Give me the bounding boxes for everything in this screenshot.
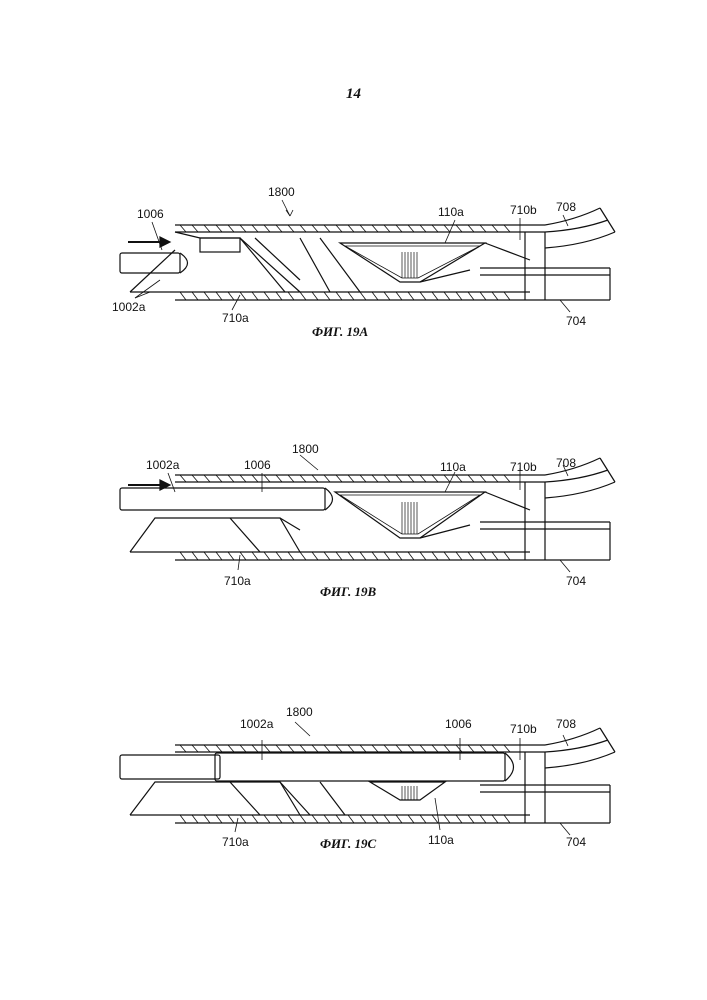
label-710b: 710b <box>510 722 537 736</box>
label-710a: 710a <box>224 574 251 588</box>
figure-caption: ФИГ. 19А <box>312 324 368 340</box>
label-708: 708 <box>556 200 576 214</box>
label-1800: 1800 <box>268 185 295 199</box>
label-708: 708 <box>556 717 576 731</box>
figure-caption: ФИГ. 19С <box>320 836 376 852</box>
page-number: 14 <box>0 86 707 103</box>
label-1800: 1800 <box>292 442 319 456</box>
figure-19c-drawing <box>0 700 707 940</box>
label-704: 704 <box>566 574 586 588</box>
label-710b: 710b <box>510 203 537 217</box>
label-110a: 110a <box>428 833 454 847</box>
label-1002a: 1002a <box>112 300 145 314</box>
label-704: 704 <box>566 835 586 849</box>
figure-19b-drawing <box>0 430 707 670</box>
label-710a: 710a <box>222 835 249 849</box>
figure-19a-drawing <box>0 180 707 420</box>
label-1006: 1006 <box>137 207 164 221</box>
label-704: 704 <box>566 314 586 328</box>
label-710b: 710b <box>510 460 537 474</box>
figure-caption: ФИГ. 19В <box>320 584 376 600</box>
label-1006: 1006 <box>244 458 271 472</box>
figure-19b: 1800 1002a 1006 110a 710b 708 710a 704 Ф… <box>0 430 707 670</box>
label-110a: 110a <box>440 460 466 474</box>
label-1002a: 1002a <box>146 458 179 472</box>
label-708: 708 <box>556 456 576 470</box>
label-1006: 1006 <box>445 717 472 731</box>
label-710a: 710a <box>222 311 249 325</box>
label-110a: 110a <box>438 205 464 219</box>
figure-19a: 1800 1006 110a 710b 708 1002a 710a 704 Ф… <box>0 180 707 420</box>
label-1800: 1800 <box>286 705 313 719</box>
figure-19c: 1800 1002a 1006 710b 708 710a 110a 704 Ф… <box>0 700 707 940</box>
label-1002a: 1002a <box>240 717 273 731</box>
